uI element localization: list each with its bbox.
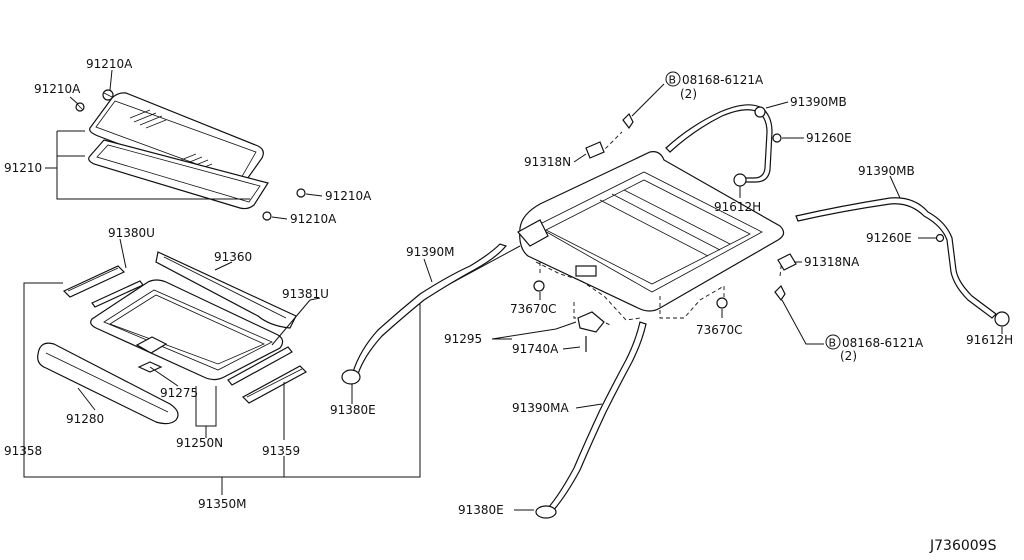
label-08168-bottom: 08168-6121A [842,336,924,350]
label-08168-top-qty: (2) [680,87,697,101]
drain-hose-front-left [341,243,508,385]
label-08168-top: 08168-6121A [682,73,764,87]
label-91260E-top: 91260E [806,131,852,145]
label-91381U: 91381U [282,287,329,301]
label-91390M: 91390M [406,245,455,259]
bolt-callout-bottom: B 08168-6121A (2) [825,334,924,363]
label-91390MA: 91390MA [512,401,570,415]
label-73670C-left: 73670C [510,302,557,316]
label-91360: 91360 [214,250,252,264]
label-91295: 91295 [444,332,482,346]
label-91210A-r2: 91210A [290,212,337,226]
bolt-symbol-icon-2: B [829,337,837,350]
label-91390MB-right: 91390MB [858,164,915,178]
sunshade-assembly [37,251,307,425]
label-91380E-left: 91380E [330,403,376,417]
label-91250N: 91250N [176,436,223,450]
drain-hose-rear-top [665,104,773,187]
label-91612H-mid: 91612H [714,200,761,214]
label-91359: 91359 [262,444,300,458]
label-91318NA: 91318NA [804,255,860,269]
diagram-id: J736009S [929,538,997,554]
label-91210A-r1: 91210A [325,189,372,203]
sunroof-frame [517,151,785,312]
label-91210: 91210 [4,161,42,175]
label-73670C-right: 73670C [696,323,743,337]
label-91612H-right: 91612H [966,333,1013,347]
drain-hose-front-right [535,321,647,519]
label-91390MB-top: 91390MB [790,95,847,109]
label-91380E-bottom: 91380E [458,503,504,517]
glass-lid-assembly [75,89,306,221]
label-91318N: 91318N [524,155,571,169]
label-91740A: 91740A [512,342,559,356]
bolt-symbol-icon: B [669,74,677,87]
label-08168-bottom-qty: (2) [840,349,857,363]
label-91210A-top: 91210A [86,57,133,71]
fasteners [533,112,945,352]
label-91275: 91275 [160,386,198,400]
bolt-callout-top: B 08168-6121A (2) [665,71,764,101]
drain-hose-rear-right [795,197,1010,327]
label-91210A-left: 91210A [34,82,81,96]
label-91358: 91358 [4,444,42,458]
label-91350M: 91350M [198,497,247,511]
label-91260E-right: 91260E [866,231,912,245]
label-91280: 91280 [66,412,104,426]
label-91380U: 91380U [108,226,155,240]
